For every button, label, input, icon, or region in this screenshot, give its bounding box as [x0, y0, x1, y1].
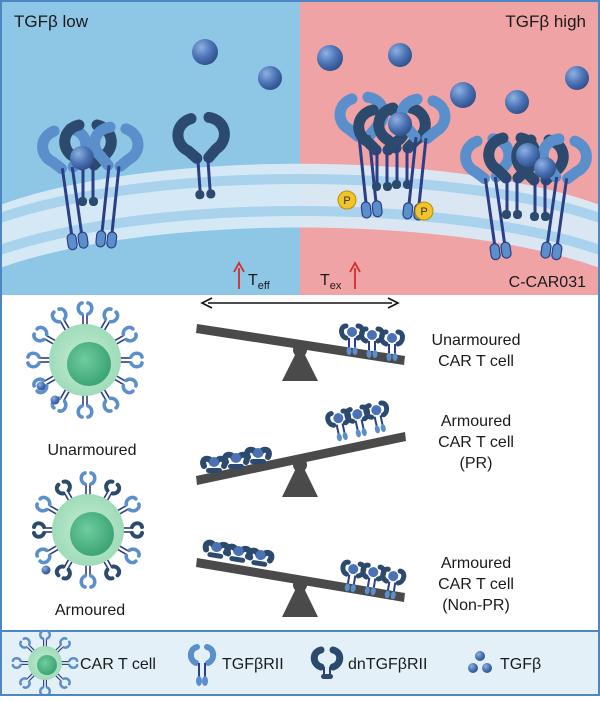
tex-label: Tex — [320, 272, 342, 292]
unarmoured-cell-label: Unarmoured — [48, 442, 137, 459]
double-arrow — [200, 297, 400, 309]
row-label-line: Armoured — [441, 413, 511, 430]
car-t-cell-armoured: Armoured — [32, 471, 144, 619]
phospho-badge: P — [414, 201, 434, 221]
phospho-label: P — [420, 206, 427, 218]
legend-label-tgfb: TGFβ — [500, 656, 541, 673]
tgfb-ligand-icon — [565, 66, 589, 90]
tgfb-ligand-icon — [450, 82, 476, 108]
row-label-3: Armoured CAR T cell (Non-PR) — [438, 555, 514, 614]
phospho-badge: P — [337, 190, 357, 210]
row-label-line: Armoured — [441, 555, 511, 572]
receptor-complex-left-1 — [40, 125, 139, 252]
tgfb-ligand-icon — [388, 43, 412, 67]
tgfb-ligand-icon — [388, 112, 412, 136]
row-label-line: Unarmoured — [432, 332, 521, 349]
receptor-complex-right-2 — [463, 137, 588, 262]
car-t-cell-unarmoured: Unarmoured — [26, 301, 144, 459]
tgfb-ligand-icon — [516, 143, 540, 167]
seesaw-armoured-pr — [196, 402, 406, 497]
tgfb-ligand-icon — [505, 90, 529, 114]
row-label-line: (Non-PR) — [442, 597, 510, 614]
armoured-cell-label: Armoured — [55, 602, 125, 619]
car-t-cell-icon — [11, 629, 79, 697]
tgfb-ligand-icon — [192, 39, 218, 65]
tgfb-ligand-icon — [70, 146, 94, 170]
row-label-line: CAR T cell — [438, 576, 514, 593]
tgfb-ligand-icon — [317, 45, 343, 71]
row-label-line: CAR T cell — [438, 434, 514, 451]
tgfb-ligand-icon — [534, 157, 556, 179]
legend-label-tgfbrii: TGFβRII — [222, 656, 284, 673]
seesaw-armoured-non-pr — [196, 540, 405, 617]
teff-label: Teff — [248, 272, 271, 292]
tex-indicator: Tex — [320, 261, 361, 292]
product-label: C-CAR031 — [509, 274, 586, 291]
tgfb-ligand-icon — [468, 651, 492, 673]
phospho-label: P — [343, 195, 350, 207]
receptor-complex-right-1 — [338, 96, 446, 222]
teff-indicator: Teff — [233, 261, 271, 292]
legend-label-car-t-cell: CAR T cell — [80, 656, 156, 673]
tgfb-high-label: TGFβ high — [505, 12, 586, 31]
seesaw-unarmoured — [196, 324, 405, 381]
legend: CAR T cell TGFβRII dnTGFβRII TGFβ — [0, 629, 600, 697]
dn-tgfbrii-receptor-icon — [310, 646, 344, 679]
row-label-line: (PR) — [460, 455, 493, 472]
row-label-2: Armoured CAR T cell (PR) — [438, 413, 514, 472]
row-label-line: CAR T cell — [438, 353, 514, 370]
tgfb-low-label: TGFβ low — [14, 12, 89, 31]
legend-label-dn-tgfbrii: dnTGFβRII — [348, 656, 427, 673]
free-tgfb-ligands — [192, 39, 589, 114]
row-label-1: Unarmoured CAR T cell — [432, 332, 521, 370]
top-panel: P P TGFβ low TGFβ high C-CAR031 Teff Tex — [0, 0, 600, 295]
tgfb-ligand-icon — [258, 66, 282, 90]
tgfbrii-receptor-icon — [187, 644, 217, 686]
